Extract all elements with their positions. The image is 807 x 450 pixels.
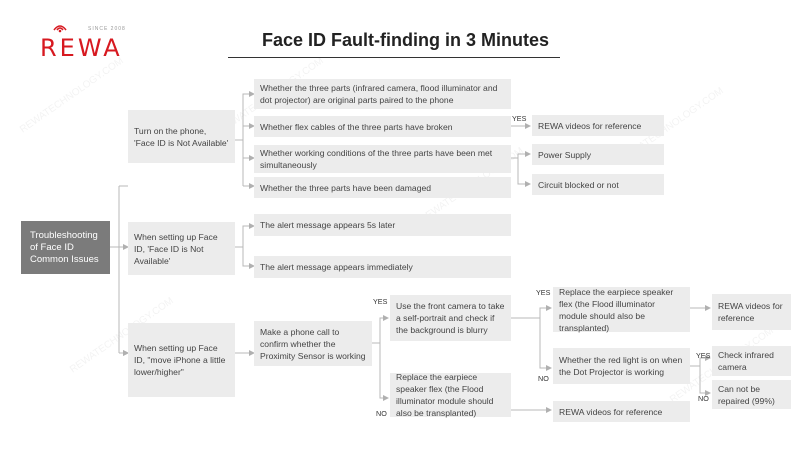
proximity-sensor-check: Make a phone call to confirm whether the… [254,321,372,366]
replace-flex-top: Replace the earpiece speaker flex (the F… [553,286,690,333]
branch-setup-move-iphone: When setting up Face ID, "move iPhone a … [128,323,235,397]
branch-turn-on: Turn on the phone, 'Face ID is Not Avail… [128,110,235,163]
item-label: Whether working conditions of the three … [260,148,493,170]
rewa-videos-top: REWA videos for reference [532,115,664,136]
yes-label: YES [696,351,711,360]
item-label: The alert message appears 5s later [260,220,396,230]
result-label: REWA videos for reference [559,406,663,417]
rewa-videos-bottom: REWA videos for reference [553,401,690,422]
rewa-videos-right: REWA videos for reference [712,294,791,330]
result-label: REWA videos for reference [538,120,642,131]
front-camera-check: Use the front camera to take a self-port… [390,295,511,341]
red-light-check: Whether the red light is on when the Dot… [553,348,690,384]
no-label: NO [538,374,549,383]
check-parts-damaged: Whether the three parts have been damage… [254,177,511,198]
branch-label: When setting up Face ID, 'Face ID is Not… [134,231,218,266]
result-label: Check infrared camera [718,350,774,372]
result-label: Circuit blocked or not [538,179,619,190]
result-label: REWA videos for reference [718,301,783,323]
alert-5s-later: The alert message appears 5s later [254,214,511,236]
result-label: Power Supply [538,149,592,160]
yes-label: YES [373,297,388,306]
power-supply: Power Supply [532,144,664,165]
item-label: Whether the three parts (infrared camera… [260,83,498,105]
root-node: Troubleshooting of Face ID Common Issues [21,221,110,274]
check-flex-cables: Whether flex cables of the three parts h… [254,116,511,137]
rewa-logo [53,25,67,33]
circuit-blocked: Circuit blocked or not [532,174,664,195]
item-label: Replace the earpiece speaker flex (the F… [559,286,674,333]
cannot-be-repaired: Can not be repaired (99%) [712,380,791,409]
item-label: Replace the earpiece speaker flex (the F… [396,372,494,418]
item-label: The alert message appears immediately [260,262,413,272]
check-original-parts: Whether the three parts (infrared camera… [254,79,511,109]
title-underline [228,57,560,58]
branch-setup-not-available: When setting up Face ID, 'Face ID is Not… [128,222,235,275]
yes-label: YES [512,114,527,123]
item-label: Use the front camera to take a self-port… [396,301,505,335]
logo-wordmark: REWA [40,34,123,62]
root-label: Troubleshooting of Face ID Common Issues [30,229,99,265]
page-title: Face ID Fault-finding in 3 Minutes [262,30,550,50]
alert-immediately: The alert message appears immediately [254,256,511,278]
item-label: Whether the three parts have been damage… [260,182,432,193]
yes-label: YES [536,288,551,297]
check-infrared-camera: Check infrared camera [712,346,791,376]
no-label: NO [698,394,709,403]
branch-label: Turn on the phone, 'Face ID is Not Avail… [134,125,229,148]
no-label: NO [376,409,387,418]
item-label: Whether the red light is on when the Dot… [559,355,683,377]
item-label: Whether flex cables of the three parts h… [260,121,453,132]
item-label: Make a phone call to confirm whether the… [260,326,366,361]
result-label: Can not be repaired (99%) [718,383,775,406]
replace-flex-bottom: Replace the earpiece speaker flex (the F… [390,372,511,418]
branch-label: When setting up Face ID, "move iPhone a … [134,343,226,377]
check-working-conditions: Whether working conditions of the three … [254,145,511,173]
logo-tagline: SINCE 2008 [88,26,126,32]
